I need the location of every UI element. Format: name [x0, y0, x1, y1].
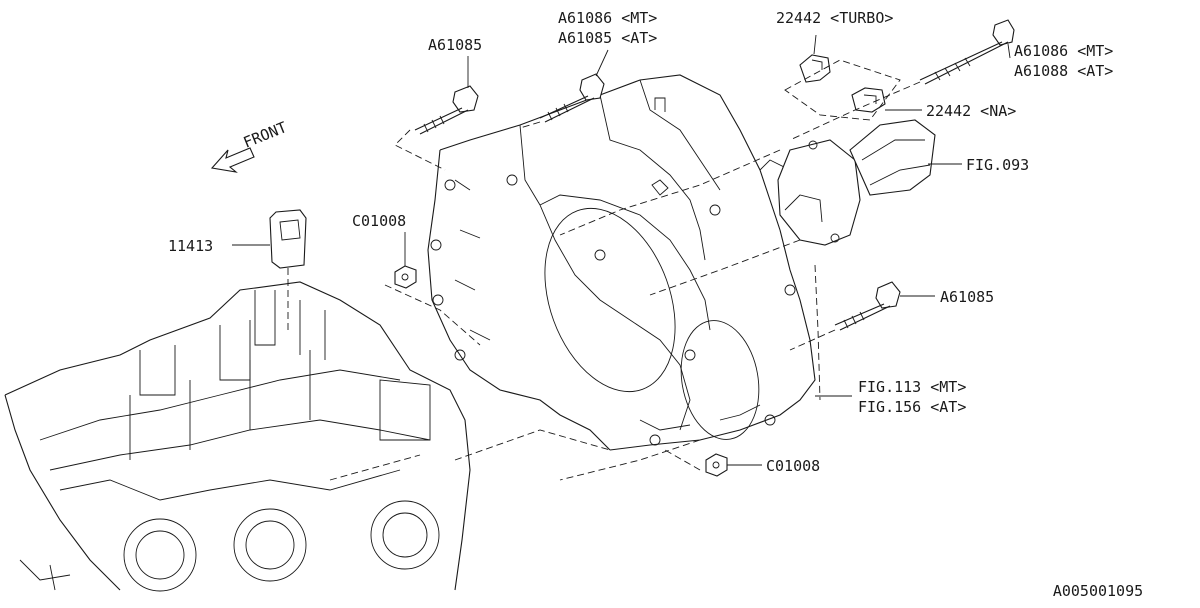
engine-block — [4, 281, 471, 592]
bolt-right — [834, 281, 901, 331]
front-arrow-icon — [210, 147, 255, 173]
label-c01008-bottom: C01008 — [766, 457, 820, 475]
part-11413-cap — [269, 209, 307, 330]
guide-nut-bottom — [664, 449, 701, 471]
front-label: FRONT — [241, 118, 290, 152]
bolt-top-left — [414, 85, 479, 135]
label-fig093: FIG.093 — [966, 156, 1029, 174]
bolt-long-top-right — [919, 19, 1015, 85]
bracket-22442-turbo — [799, 34, 831, 83]
label-a61085-at-top: A61085 <AT> — [558, 29, 657, 47]
label-a61088-at-right: A61088 <AT> — [1014, 62, 1113, 80]
label-a61086-mt-top: A61086 <MT> — [558, 9, 657, 27]
guide-bolt-top-left — [394, 129, 446, 171]
label-11413: 11413 — [168, 237, 213, 255]
bolt-top-center — [539, 73, 605, 123]
guide-long-bolt — [789, 81, 921, 141]
leader-a61086-right — [1007, 43, 1011, 59]
leader-a61086-top — [595, 49, 609, 77]
label-a61085-right: A61085 — [940, 288, 994, 306]
bracket-22442-na — [851, 87, 886, 113]
label-22442-na: 22442 <NA> — [926, 102, 1016, 120]
nut-c01008-top — [394, 265, 417, 289]
label-c01008-top: C01008 — [352, 212, 406, 230]
label-fig113-mt: FIG.113 <MT> — [858, 378, 966, 396]
assembly-guides — [329, 149, 821, 481]
nut-c01008-bottom — [705, 453, 728, 477]
starter-motor — [777, 119, 936, 246]
transmission-housing — [427, 74, 816, 451]
guide-nut-top — [384, 284, 481, 346]
guide-bolt-right — [789, 329, 836, 351]
diagram-id: A005001095 — [1053, 582, 1143, 600]
label-a61085-top: A61085 — [428, 36, 482, 54]
guide-bolt-top-center — [519, 121, 541, 129]
label-fig156-at: FIG.156 <AT> — [858, 398, 966, 416]
label-a61086-mt-right: A61086 <MT> — [1014, 42, 1113, 60]
guide-bracket-area — [784, 59, 901, 121]
label-22442-turbo: 22442 <TURBO> — [776, 9, 893, 27]
